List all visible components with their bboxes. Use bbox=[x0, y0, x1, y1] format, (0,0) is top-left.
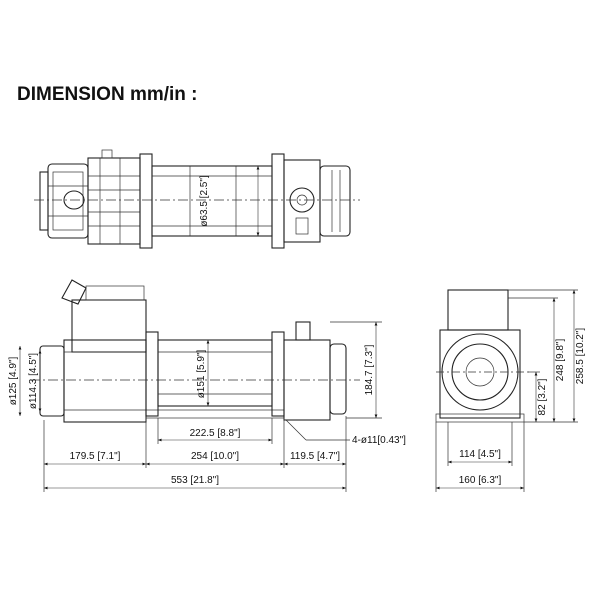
height-258-label: 258.5 [10.2"] bbox=[575, 328, 586, 385]
width-label: 160 [6.3"] bbox=[459, 475, 502, 486]
drum-diameter-label: ø63.5 [2.5"] bbox=[199, 175, 210, 227]
bolt-holes-label: 4-ø11[0.43"] bbox=[352, 435, 406, 446]
center-height-label: 82 [3.2"] bbox=[537, 378, 548, 415]
motor-length-label: 179.5 [7.1"] bbox=[70, 451, 121, 462]
top-view: ø63.5 [2.5"] bbox=[34, 149, 360, 249]
gear-length-label: 119.5 [4.7"] bbox=[290, 451, 340, 462]
height-label: 184.7 [7.3"] bbox=[364, 344, 375, 395]
page-title: DIMENSION mm/in : bbox=[17, 84, 198, 105]
side-view: ø125 [4.9"] ø114.3 [4.5"] ø151 [5.9"] 18… bbox=[8, 279, 406, 492]
bolt-span-label: 114 [4.5"] bbox=[459, 449, 501, 460]
motor-inner-diameter-label: ø114.3 [4.5"] bbox=[28, 353, 39, 409]
drum-diameter-side-label: ø151 [5.9"] bbox=[196, 349, 207, 398]
mount-spacing-label: 254 [10.0"] bbox=[191, 451, 239, 462]
motor-diameter-label: ø125 [4.9"] bbox=[8, 356, 19, 405]
end-view: 258.5 [10.2"] 248 [9.8"] 82 [3.2"] 114 [… bbox=[435, 289, 586, 492]
overall-length-label: 553 [21.8"] bbox=[171, 475, 219, 486]
height-248-label: 248 [9.8"] bbox=[555, 339, 566, 382]
drum-length-label: 222.5 [8.8"] bbox=[190, 428, 241, 439]
